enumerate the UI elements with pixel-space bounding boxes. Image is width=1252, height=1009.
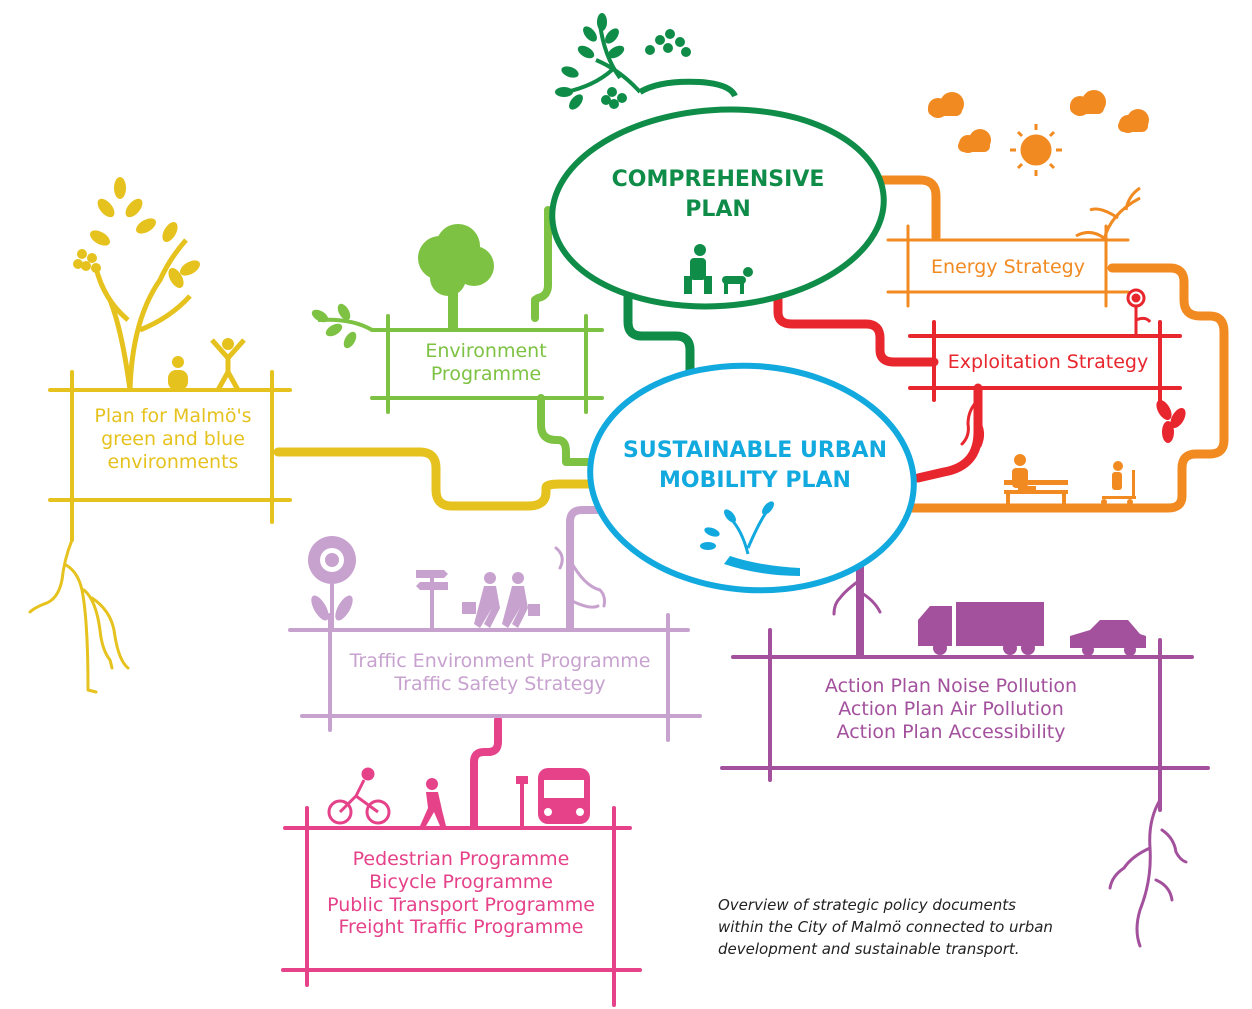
- frame-action: [720, 628, 1210, 812]
- frame-traffic: [288, 613, 702, 742]
- frame-programmes: [281, 806, 642, 1007]
- comprehensive-line-1: COMPREHENSIVE: [611, 167, 825, 192]
- walking-people-icon: [462, 572, 540, 628]
- connector-lilac: [566, 506, 604, 632]
- tree-icon: [555, 13, 738, 110]
- exploitation-strategy-label: Exploitation Strategy: [938, 351, 1158, 374]
- roots-red: [960, 398, 985, 448]
- comprehensive-plan-title: COMPREHENSIVE PLAN: [568, 165, 868, 224]
- caption-line-3: development and sustainable transport.: [718, 939, 1020, 958]
- programmes-line-1: Pedestrian Programme: [352, 848, 570, 870]
- comprehensive-line-2: PLAN: [685, 196, 751, 222]
- programmes-label: Pedestrian Programme Bicycle Programme P…: [310, 848, 612, 939]
- programmes-line-4: Freight Traffic Programme: [338, 916, 584, 939]
- tree-icon-light: [311, 224, 494, 349]
- comprehensive-plan-ellipse: [549, 106, 887, 310]
- frame-energy: [886, 224, 1130, 308]
- bench-person-icon: [1004, 454, 1068, 506]
- frame-exploitation: [908, 320, 1182, 402]
- energy-strategy-label: Energy Strategy: [912, 256, 1104, 279]
- action-line-2: Action Plan Air Pollution: [838, 697, 1064, 720]
- connector-red: [773, 283, 983, 483]
- connector-pink: [470, 716, 502, 830]
- sump-line-1: SUSTAINABLE URBAN: [623, 438, 887, 463]
- cloud-icon: [928, 90, 1149, 153]
- exploitation-line-1: Exploitation Strategy: [947, 351, 1149, 373]
- green-blue-line-3: environments: [107, 450, 239, 473]
- traffic-line-2: Traffic Safety Strategy: [394, 672, 606, 695]
- signpost-icon: [416, 570, 448, 628]
- flower-icon: [1126, 288, 1152, 334]
- cyclist-icon: [327, 767, 391, 825]
- scooter-icon: [1101, 461, 1136, 505]
- green-blue-line-2: green and blue: [101, 427, 245, 450]
- frame-green-blue: [48, 370, 292, 542]
- leaves-icon-red: [1156, 400, 1186, 443]
- connector-green-light: [531, 206, 602, 466]
- roots-purple: [832, 578, 882, 616]
- action-line-3: Action Plan Accessibility: [836, 720, 1066, 743]
- roots-lilac: [554, 546, 606, 609]
- action-plans-label: Action Plan Noise Pollution Action Plan …: [776, 675, 1126, 743]
- sump-line-2: MOBILITY PLAN: [659, 467, 851, 493]
- tree-icon-yellow: [73, 177, 200, 391]
- branch-icon-orange: [1075, 186, 1141, 241]
- environment-line-1: Environment: [425, 340, 547, 362]
- sump-ellipse: [587, 362, 917, 594]
- connector-orange: [869, 175, 1229, 513]
- environment-programme-label: Environment Programme: [396, 340, 576, 386]
- green-blue-line-1: Plan for Malmö's: [94, 405, 252, 427]
- connector-green-dark: [623, 275, 695, 385]
- sunflower-icon: [308, 536, 356, 628]
- environment-line-2: Programme: [430, 362, 542, 385]
- roots-yellow: [28, 538, 130, 694]
- person-with-dog-icon: [684, 244, 753, 294]
- connector-yellow: [273, 447, 603, 511]
- frame-environment: [370, 314, 604, 414]
- hand-plant-icon: [700, 501, 800, 576]
- action-line-1: Action Plan Noise Pollution: [824, 675, 1078, 697]
- caption-line-2: within the City of Malmö connected to ur…: [718, 917, 1053, 936]
- traffic-line-1: Traffic Environment Programme: [349, 650, 651, 672]
- car-icon: [1070, 620, 1146, 656]
- programmes-line-3: Public Transport Programme: [327, 893, 595, 916]
- caption-line-1: Overview of strategic policy documents: [718, 896, 1016, 914]
- truck-icon: [918, 602, 1044, 655]
- green-blue-plan-label: Plan for Malmö's green and blue environm…: [76, 405, 270, 473]
- roots-purple-bottom: [1108, 798, 1188, 948]
- people-icon: [168, 338, 246, 392]
- sump-title: SUSTAINABLE URBAN MOBILITY PLAN: [600, 436, 910, 495]
- bus-icon: [516, 768, 590, 826]
- traffic-programme-label: Traffic Environment Programme Traffic Sa…: [334, 650, 666, 696]
- energy-line-1: Energy Strategy: [931, 256, 1085, 278]
- pedestrian-icon: [420, 778, 446, 826]
- sun-icon: [1010, 124, 1062, 176]
- figure-caption: Overview of strategic policy documents w…: [718, 895, 1053, 960]
- programmes-line-2: Bicycle Programme: [369, 870, 553, 893]
